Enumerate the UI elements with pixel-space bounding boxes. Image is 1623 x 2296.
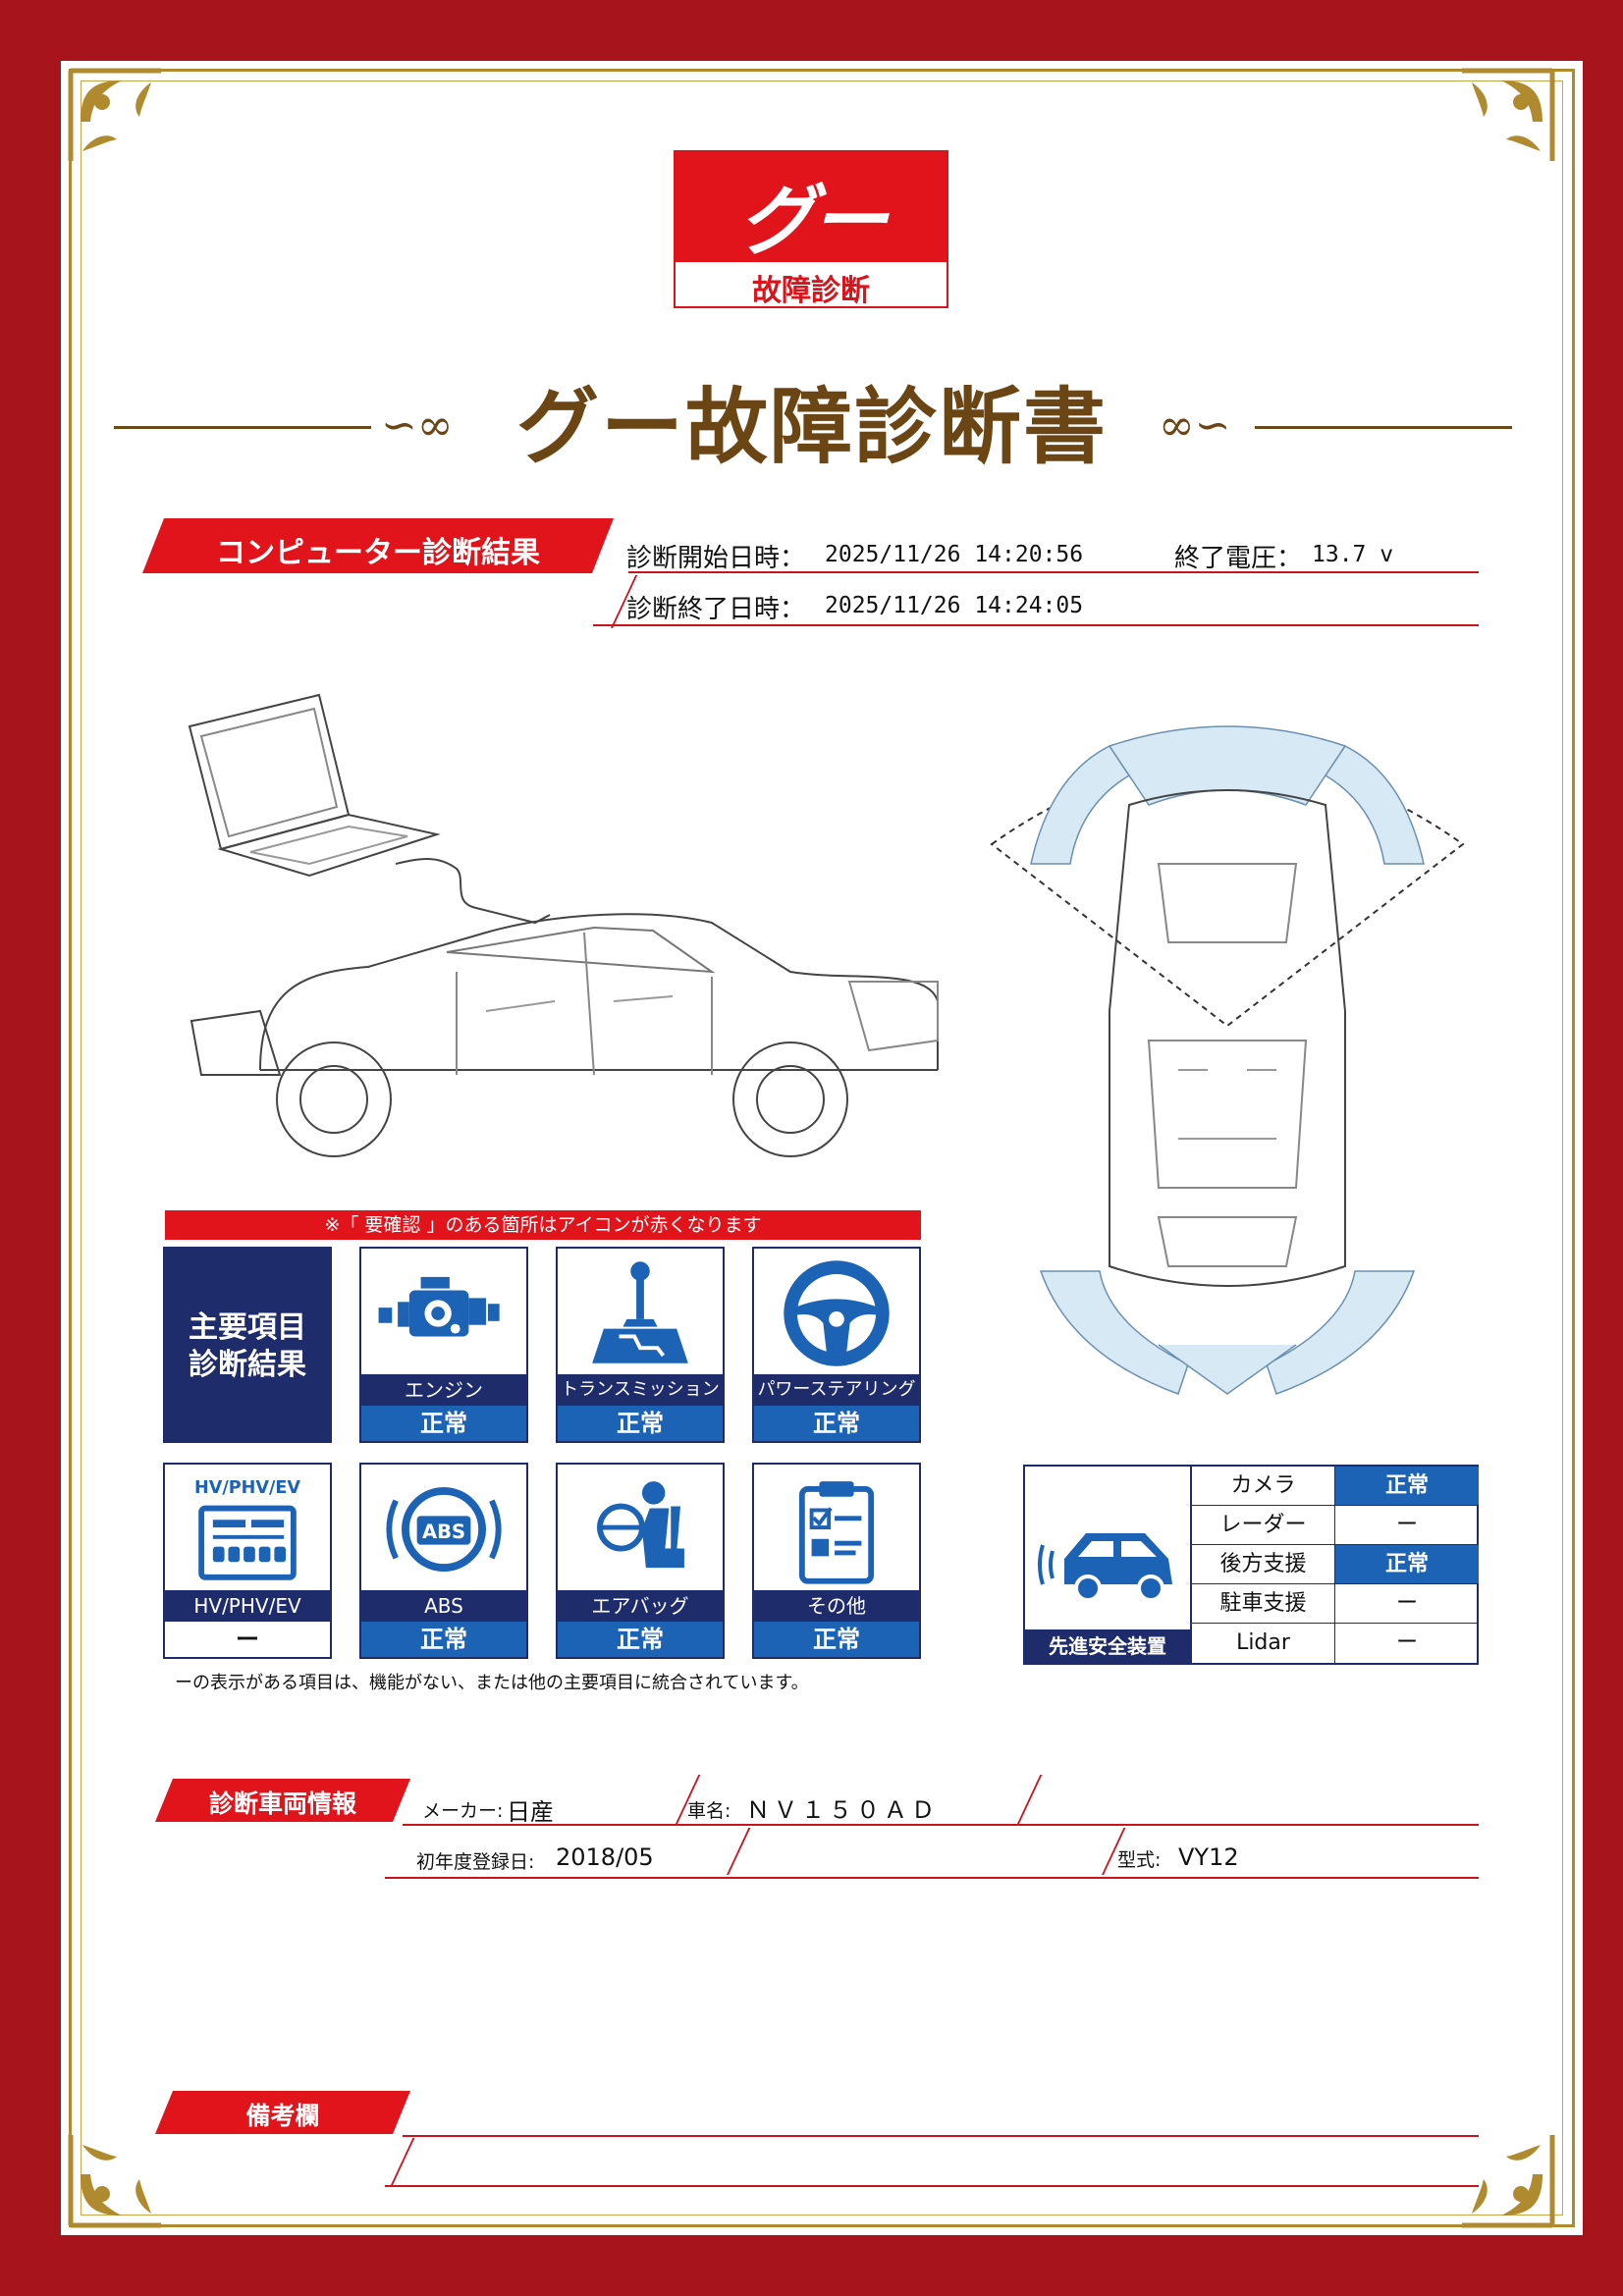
hybrid-icon-label: HV/PHV/EV	[194, 1478, 300, 1498]
adas-row-parking-assist: 駐車支援 ー	[1192, 1584, 1479, 1624]
diag-other-status: 正常	[754, 1622, 919, 1657]
registration-value: 2018/05	[556, 1843, 654, 1871]
logo-subtitle: 故障診断	[752, 274, 870, 308]
vehicle-rule-1	[403, 1824, 1479, 1826]
diag-power-steering-status: 正常	[754, 1406, 919, 1441]
steering-wheel-icon	[784, 1260, 890, 1366]
diag-transmission-name: トランスミッション	[558, 1374, 723, 1406]
adas-lidar-label: Lidar	[1192, 1624, 1335, 1663]
diag-hybrid: HV/PHV/EV HV/PHV/EV ー	[163, 1463, 332, 1659]
diag-abs: ABS ABS 正常	[359, 1463, 528, 1659]
gold-frame-outer	[69, 69, 1575, 2227]
adas-row-radar: レーダー ー	[1192, 1506, 1479, 1545]
transmission-icon	[592, 1261, 688, 1363]
gold-frame-inner	[81, 80, 1563, 2216]
warning-notice: ※「 要確認 」のある箇所はアイコンが赤くなります	[165, 1210, 921, 1240]
diag-transmission-status: 正常	[558, 1406, 723, 1441]
start-time-label: 診断開始日時：	[626, 544, 806, 573]
main-items-title-line1: 主要項目	[189, 1310, 306, 1345]
diag-engine-name: エンジン	[361, 1374, 526, 1406]
corner-ornament-bottom-left	[68, 2135, 161, 2228]
engine-icon	[378, 1276, 500, 1337]
adas-radar-value: ー	[1395, 1513, 1418, 1537]
voltage-value: 13.7 v	[1312, 542, 1394, 567]
maker-label: メーカー:	[422, 1800, 504, 1822]
logo-red-panel: グー	[676, 152, 947, 266]
diag-engine-status: 正常	[361, 1406, 526, 1441]
end-time-value: 2025/11/26 14:24:05	[825, 593, 1084, 618]
adas-row-rear-assist: 後方支援 正常	[1192, 1545, 1479, 1584]
vehicle-info-title: 診断車両情報	[208, 1789, 356, 1818]
abs-icon-label: ABS	[422, 1521, 465, 1543]
adas-camera-label: カメラ	[1192, 1467, 1335, 1505]
flourish-right: ∞∽	[1159, 400, 1231, 451]
adas-radar-label: レーダー	[1192, 1506, 1335, 1544]
car-side-with-laptop-illustration	[188, 693, 939, 1157]
adas-lidar-value: ー	[1395, 1630, 1418, 1655]
title-rule-left	[114, 426, 371, 429]
grid-footnote: ーの表示がある項目は、機能がない、または他の主要項目に統合されています。	[175, 1673, 809, 1693]
adas-icon-cell: 先進安全装置	[1025, 1467, 1192, 1663]
document-title: グー故障診断書	[515, 378, 1108, 475]
main-items-title: 主要項目 診断結果	[163, 1309, 332, 1384]
adas-camera-value: 正常	[1335, 1467, 1479, 1505]
vehicle-rule-2	[385, 1877, 1479, 1879]
car-sensor-icon	[1038, 1533, 1172, 1602]
end-time-label: 診断終了日時：	[626, 595, 806, 624]
diag-other-name: その他	[754, 1590, 919, 1622]
diag-airbag-status: 正常	[558, 1622, 723, 1657]
maker-value: 日産	[507, 1798, 554, 1826]
registration-label: 初年度登録日:	[416, 1851, 535, 1873]
adas-panel: 先進安全装置 カメラ 正常 レーダー ー 後方支援 正常 駐車支援 ー Lida…	[1023, 1465, 1479, 1665]
abs-icon: ABS	[386, 1487, 502, 1572]
rule-start	[628, 571, 1479, 573]
corner-ornament-top-left	[68, 68, 161, 161]
remarks-title: 備考欄	[245, 2102, 320, 2130]
computer-diagnosis-title: コンピューター診断結果	[216, 536, 540, 570]
corner-ornament-bottom-right	[1462, 2135, 1555, 2228]
diag-abs-status: 正常	[361, 1622, 526, 1657]
adas-parking-assist-label: 駐車支援	[1192, 1584, 1335, 1623]
main-items-block: 主要項目 診断結果	[163, 1247, 332, 1443]
remarks-ribbon: 備考欄	[155, 2091, 410, 2134]
diag-engine: エンジン 正常	[359, 1247, 528, 1443]
adas-rear-assist-label: 後方支援	[1192, 1545, 1335, 1583]
logo-mark: グー	[737, 178, 888, 266]
diag-hybrid-name: HV/PHV/EV	[165, 1590, 330, 1622]
diag-power-steering-name: パワーステアリング	[754, 1374, 919, 1406]
adas-row-lidar: Lidar ー	[1192, 1624, 1479, 1663]
diag-transmission: トランスミッション 正常	[556, 1247, 725, 1443]
car-name-value: ＮＶ１５０ＡＤ	[746, 1796, 939, 1824]
adas-parking-assist-value: ー	[1395, 1591, 1418, 1616]
voltage-label: 終了電圧：	[1174, 544, 1303, 573]
car-name-label: 車名:	[687, 1800, 731, 1822]
goo-logo: グー 故障診断	[674, 150, 948, 308]
adas-row-camera: カメラ 正常	[1192, 1467, 1479, 1506]
model-label: 型式:	[1117, 1849, 1162, 1871]
adas-rear-assist-value: 正常	[1335, 1545, 1479, 1583]
title-rule-right	[1255, 426, 1512, 429]
computer-diagnosis-ribbon: コンピューター診断結果	[142, 518, 614, 573]
clipboard-icon	[798, 1481, 875, 1584]
diag-airbag-name: エアバッグ	[558, 1590, 723, 1622]
model-value: VY12	[1178, 1843, 1239, 1871]
airbag-icon	[597, 1481, 684, 1569]
diag-power-steering: パワーステアリング 正常	[752, 1247, 921, 1443]
diag-other: その他 正常	[752, 1463, 921, 1659]
start-time-value: 2025/11/26 14:20:56	[825, 542, 1084, 567]
diag-hybrid-status: ー	[165, 1622, 330, 1657]
diag-abs-name: ABS	[361, 1590, 526, 1622]
vehicle-info-ribbon: 診断車両情報	[155, 1779, 410, 1822]
adas-caption: 先進安全装置	[1025, 1629, 1190, 1663]
diag-airbag: エアバッグ 正常	[556, 1463, 725, 1659]
flourish-left: ∽∞	[381, 400, 454, 451]
rule-end	[593, 624, 1479, 626]
main-items-title-line2: 診断結果	[189, 1348, 306, 1382]
remarks-rule-1	[403, 2135, 1479, 2137]
hybrid-battery-icon: HV/PHV/EV	[194, 1478, 300, 1580]
corner-ornament-top-right	[1462, 68, 1555, 161]
car-top-view-sensor-illustration	[990, 725, 1465, 1395]
remarks-rule-2	[385, 2185, 1479, 2187]
